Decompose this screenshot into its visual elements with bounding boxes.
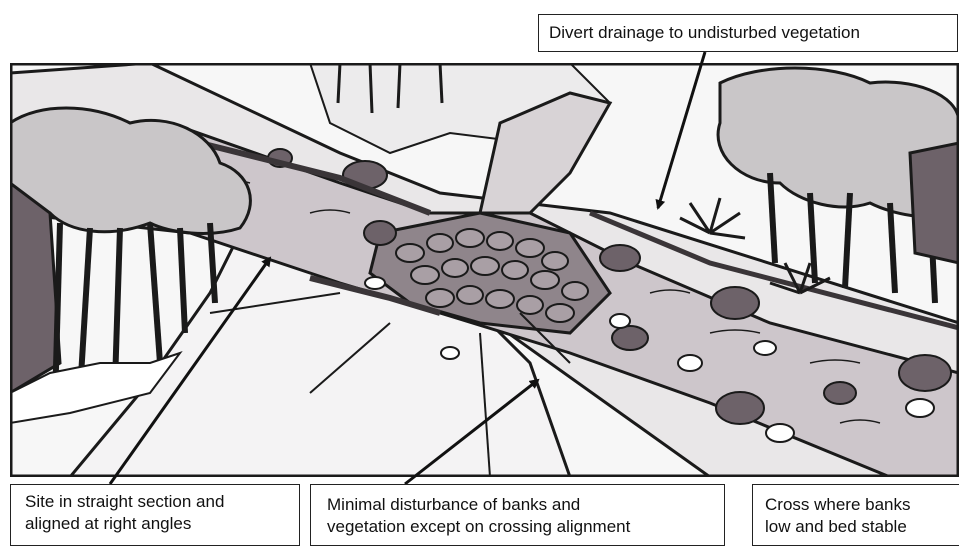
label-cross-where-banks-low-line-2: low and bed stable bbox=[765, 516, 947, 538]
creek-crossing-illustration bbox=[10, 63, 959, 477]
label-minimal-disturbance-line-1: Minimal disturbance of banks and bbox=[327, 494, 708, 516]
label-minimal-disturbance: Minimal disturbance of banks and vegetat… bbox=[310, 484, 725, 546]
label-straight-section-line-1: Site in straight section and bbox=[25, 491, 285, 513]
label-minimal-disturbance-line-2: vegetation except on crossing alignment bbox=[327, 516, 708, 538]
label-divert-drainage-text: Divert drainage to undisturbed vegetatio… bbox=[549, 22, 947, 44]
label-divert-drainage: Divert drainage to undisturbed vegetatio… bbox=[538, 14, 958, 52]
label-straight-section: Site in straight section and aligned at … bbox=[10, 484, 300, 546]
right-dark-tree bbox=[910, 143, 959, 263]
label-cross-where-banks-low-line-1: Cross where banks bbox=[765, 494, 947, 516]
label-cross-where-banks-low: Cross where banks low and bed stable bbox=[752, 484, 959, 546]
label-straight-section-line-2: aligned at right angles bbox=[25, 513, 285, 535]
